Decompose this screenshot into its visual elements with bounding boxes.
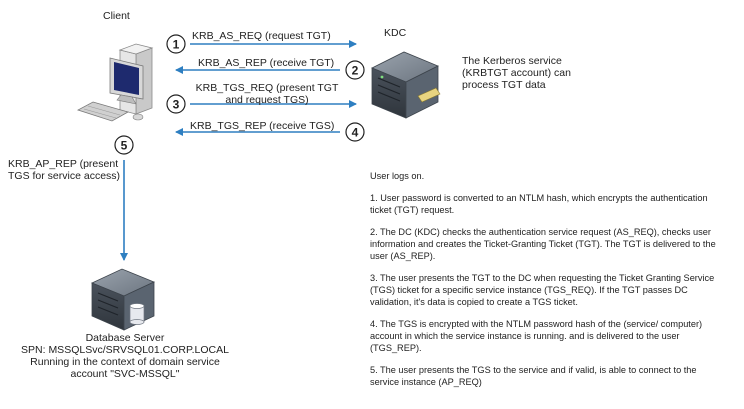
step-3-label: KRB_TGS_REQ (present TGT and request TGS… xyxy=(186,82,348,106)
step-number: 1 xyxy=(173,38,180,52)
database-server-caption: Database Server SPN: MSSQLSvc/SRVSQL01.C… xyxy=(5,332,245,380)
step-1-badge: 1 xyxy=(166,34,186,54)
database-server-icon xyxy=(90,268,156,331)
explanation-step-3: 3. The user presents the TGT to the DC w… xyxy=(370,273,715,307)
explanation-step-1: 1. User password is converted to an NTLM… xyxy=(370,193,708,215)
kdc-label: KDC xyxy=(384,27,407,39)
database-server-caption-line: SPN: MSSQLSvc/SRVSQL01.CORP.LOCAL xyxy=(21,344,229,356)
database-server-caption-line: Running in the context of domain service xyxy=(30,356,220,368)
database-server-caption-line: Database Server xyxy=(85,332,165,344)
database-server-caption-line: account "SVC-MSSQL" xyxy=(70,368,180,380)
step-5-label-line: TGS for service access) xyxy=(8,170,121,182)
step-4-label: KRB_TGS_REP (receive TGS) xyxy=(190,120,335,132)
step-5-label: KRB_AP_REP (present TGS for service acce… xyxy=(8,158,120,182)
step-5-label-line: KRB_AP_REP (present xyxy=(8,158,119,170)
step-4-badge: 4 xyxy=(345,122,365,142)
explanation-panel: User logs on. 1. User password is conver… xyxy=(370,170,726,398)
step-number: 5 xyxy=(121,139,128,153)
step-number: 2 xyxy=(352,64,359,78)
server-icon xyxy=(371,51,441,119)
kdc-description-line: process TGT data xyxy=(462,79,546,91)
kdc-description: The Kerberos service (KRBTGT account) ca… xyxy=(462,55,571,91)
client-label: Client xyxy=(103,10,130,22)
step-5-badge: 5 xyxy=(114,135,134,155)
step-3-label-line: KRB_TGS_REQ (present TGT xyxy=(195,82,339,94)
step-2-label: KRB_AS_REP (receive TGT) xyxy=(198,57,335,69)
step-number: 3 xyxy=(173,98,180,112)
explanation-step-2: 2. The DC (KDC) checks the authenticatio… xyxy=(370,227,716,261)
explanation-intro: User logs on. xyxy=(370,171,425,181)
step-2-badge: 2 xyxy=(345,60,365,80)
explanation-step-4: 4. The TGS is encrypted with the NTLM pa… xyxy=(370,319,703,353)
step-number: 4 xyxy=(352,126,359,140)
step-1-label: KRB_AS_REQ (request TGT) xyxy=(192,30,331,42)
computer-icon xyxy=(76,43,154,122)
step-3-label-line: and request TGS) xyxy=(225,94,309,106)
step-3-badge: 3 xyxy=(166,94,186,114)
kdc-description-line: The Kerberos service xyxy=(462,55,562,67)
explanation-step-5: 5. The user presents the TGS to the serv… xyxy=(370,365,697,387)
kdc-description-line: (KRBTGT account) can xyxy=(462,67,571,79)
